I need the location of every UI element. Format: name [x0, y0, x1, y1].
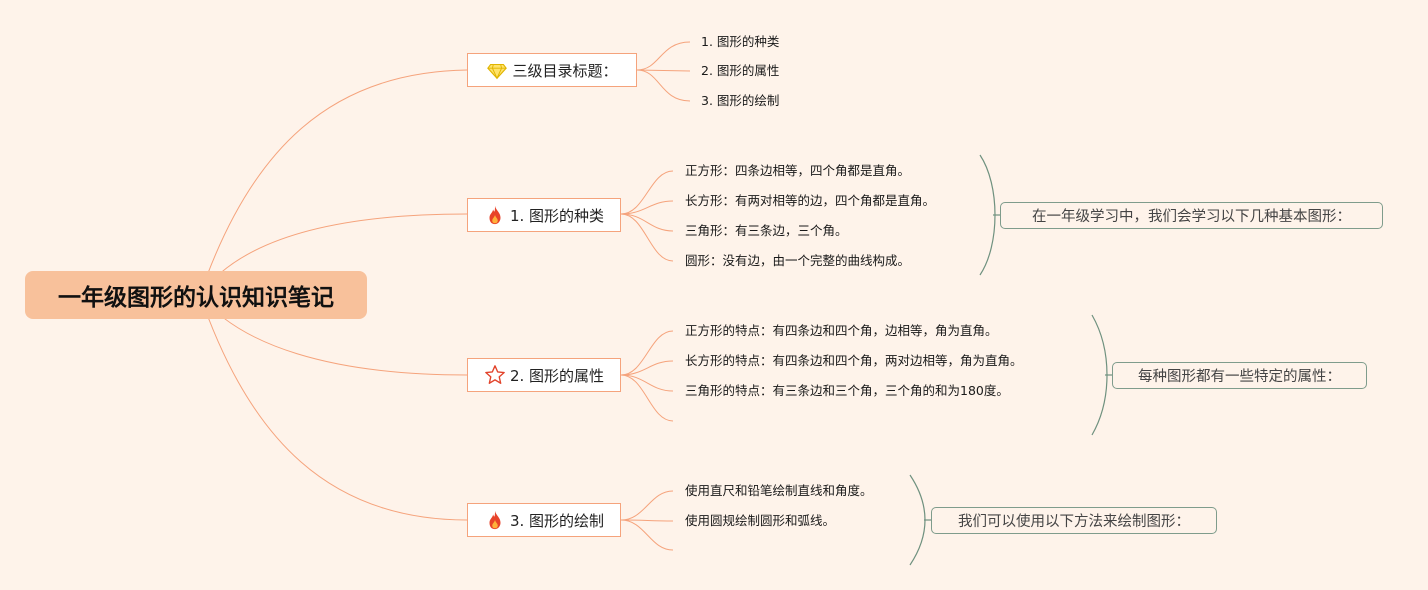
branch-shape-types[interactable]: 1. 图形的种类	[467, 198, 621, 232]
summary-text: 每种图形都有一些特定的属性：	[1138, 369, 1341, 385]
summary-text: 我们可以使用以下方法来绘制图形：	[958, 514, 1190, 530]
list-item[interactable]: 2. 图形的属性	[701, 63, 780, 78]
list-item[interactable]: 正方形：四条边相等，四个角都是直角。	[685, 163, 911, 178]
branch-shape-drawing[interactable]: 3. 图形的绘制	[467, 503, 621, 537]
branch-shape-properties[interactable]: 2. 图形的属性	[467, 358, 621, 392]
branch-label: 2. 图形的属性	[509, 366, 605, 385]
summary-bracket	[1091, 314, 1108, 436]
fire-icon	[489, 205, 501, 225]
list-item[interactable]: 三角形：有三条边，三个角。	[685, 223, 848, 238]
list-item[interactable]: 圆形：没有边，由一个完整的曲线构成。	[685, 253, 911, 268]
branch-label: 3. 图形的绘制	[509, 511, 605, 530]
diamond-icon	[487, 63, 508, 80]
summary-text: 在一年级学习中，我们会学习以下几种基本图形：	[1032, 209, 1351, 225]
summary-box[interactable]: 我们可以使用以下方法来绘制图形：	[931, 507, 1217, 534]
summary-bracket	[909, 474, 926, 566]
star-icon	[485, 365, 505, 384]
summary-box[interactable]: 在一年级学习中，我们会学习以下几种基本图形：	[1000, 202, 1383, 229]
branch-label: 1. 图形的种类	[509, 206, 605, 225]
branch-label: 三级目录标题：	[512, 61, 618, 80]
list-item[interactable]: 1. 图形的种类	[701, 34, 780, 49]
list-item[interactable]: 长方形：有两对相等的边，四个角都是直角。	[685, 193, 936, 208]
branch-toc[interactable]: 三级目录标题：	[467, 53, 637, 87]
list-item[interactable]: 使用直尺和铅笔绘制直线和角度。	[685, 483, 873, 498]
root-title: 一年级图形的认识知识笔记	[58, 285, 334, 311]
summary-box[interactable]: 每种图形都有一些特定的属性：	[1112, 362, 1367, 389]
list-item[interactable]: 使用圆规绘制圆形和弧线。	[685, 513, 836, 528]
list-item[interactable]: 长方形的特点：有四条边和四个角，两对边相等，角为直角。	[685, 353, 1023, 368]
fire-icon	[489, 510, 501, 530]
list-item[interactable]: 正方形的特点：有四条边和四个角，边相等，角为直角。	[685, 323, 998, 338]
list-item[interactable]: 三角形的特点：有三条边和三个角，三个角的和为180度。	[685, 383, 1009, 398]
list-item[interactable]: 3. 图形的绘制	[701, 93, 780, 108]
summary-bracket	[979, 154, 996, 276]
root-topic[interactable]: 一年级图形的认识知识笔记	[25, 271, 367, 319]
